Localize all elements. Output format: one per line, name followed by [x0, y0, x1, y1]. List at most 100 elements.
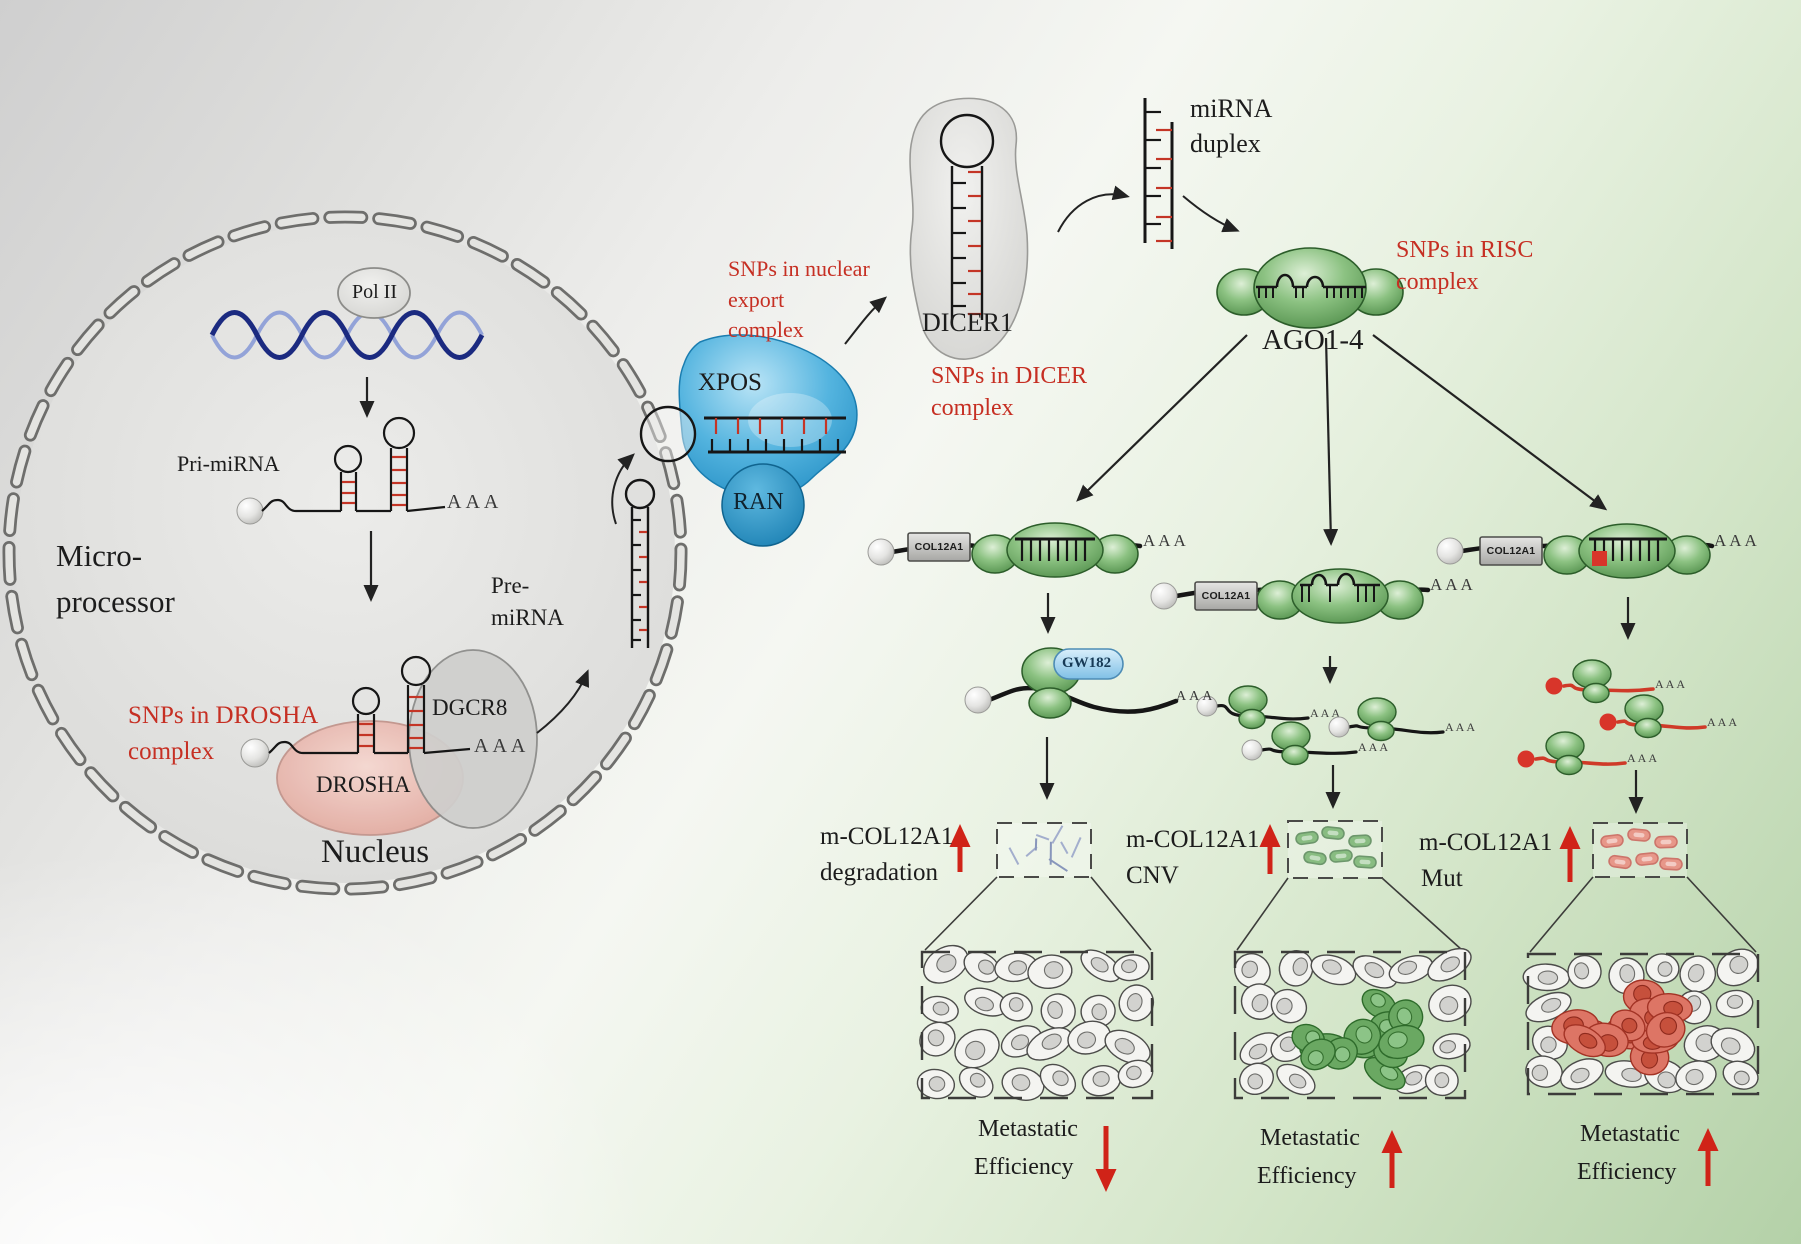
zoom-line	[1529, 876, 1594, 953]
gene-boxes	[867, 532, 1543, 611]
snp-export-label-1: SNPs in nuclear	[728, 256, 870, 281]
cell	[999, 992, 1033, 1022]
microprocessor-label-1: Micro-	[56, 538, 143, 573]
flow-arrow-curved	[1182, 195, 1240, 233]
duplex-label-1: miRNA	[1190, 94, 1273, 123]
mrna-oval	[1348, 834, 1372, 848]
flow-arrow	[1372, 334, 1608, 511]
outcome-1-line-2: degradation	[820, 859, 939, 886]
export-complex	[639, 334, 858, 547]
zoom-line	[1381, 877, 1463, 951]
cell	[1080, 949, 1121, 983]
microprocessor-label-2: processor	[56, 584, 175, 619]
snp-export-label-3: complex	[728, 317, 804, 342]
snp-risc-label-1: SNPs in RISC	[1396, 237, 1534, 263]
cell	[1675, 1060, 1717, 1093]
cell	[1710, 1027, 1756, 1063]
metastatic-3-line-1: Metastatic	[1580, 1121, 1680, 1147]
tissue-section	[1233, 947, 1472, 1100]
outcome-2-line-1: m-COL12A1	[1126, 826, 1260, 853]
cell	[1039, 1063, 1077, 1097]
outcome-1-line-1: m-COL12A1	[820, 823, 954, 850]
cell	[1716, 948, 1759, 987]
polyA-branch-3: AAA	[1714, 531, 1760, 550]
cell	[1560, 1058, 1604, 1090]
cell	[1427, 947, 1472, 982]
cell	[1563, 1024, 1606, 1058]
cell	[1428, 984, 1472, 1023]
cell	[1081, 1065, 1122, 1097]
polyA-label: AAA	[447, 491, 503, 513]
mutation-cap	[1545, 677, 1563, 695]
polyA-small: AAA	[1627, 751, 1659, 765]
flow-arrow	[1323, 337, 1339, 546]
ran-label: RAN	[733, 489, 784, 515]
mrna-fragment	[1048, 858, 1068, 872]
risc-complex	[971, 522, 1139, 578]
zoom-line	[1236, 877, 1289, 951]
mutant-risc-unit: AAA	[1545, 659, 1685, 704]
mrna-oval	[1627, 828, 1651, 842]
ago-label: AGO1-4	[1262, 324, 1364, 356]
mutation-cap	[1599, 713, 1617, 731]
dna-helix-icon	[209, 310, 485, 360]
col12a1-label-3: COL12A1	[1486, 545, 1536, 557]
cell	[1432, 1033, 1471, 1060]
cell	[1040, 993, 1076, 1030]
cell	[1240, 983, 1279, 1020]
mut-box	[1592, 822, 1688, 878]
risc-unit: AAA	[1328, 697, 1475, 742]
outcome-3-line-1: m-COL12A1	[1419, 829, 1553, 856]
cell	[1104, 1029, 1151, 1065]
cell	[1722, 1060, 1759, 1090]
mrna-fragment	[1060, 841, 1069, 855]
cell	[920, 995, 959, 1024]
cell	[1234, 953, 1271, 989]
risc-complex	[1256, 568, 1424, 624]
dynamic-decorations: AAA AAA AAA AAA AAA AAA	[342, 110, 1760, 1192]
gw182-capsule	[1053, 648, 1124, 680]
cell	[994, 952, 1038, 983]
cnv-box	[1287, 820, 1383, 879]
mrna-strand	[986, 685, 1179, 714]
cell	[1276, 1063, 1316, 1096]
flow-arrow-curved	[536, 669, 590, 734]
polyA-small: AAA	[1707, 715, 1739, 729]
cell	[1645, 1011, 1686, 1048]
pre-mirna-label-1: Pre-	[491, 573, 530, 598]
drosha-label: DROSHA	[316, 772, 411, 797]
xpos-label: XPOS	[698, 369, 762, 396]
mrna-oval	[1608, 854, 1632, 870]
gw182-label: GW182	[1062, 655, 1112, 671]
mirna-duplex-structure	[1143, 98, 1174, 249]
mrna-oval	[1659, 857, 1683, 871]
tissue-border	[1526, 952, 1760, 1096]
gw182-assembly	[964, 647, 1124, 719]
cell	[1522, 963, 1571, 992]
mutant-risc-unit: AAA	[1517, 731, 1659, 776]
mutation-site	[1592, 551, 1607, 566]
metastatic-3-line-2: Efficiency	[1577, 1159, 1677, 1185]
outcome-3-line-2: Mut	[1421, 865, 1463, 892]
mutant-risc-unit: AAA	[1599, 694, 1739, 739]
cell	[1278, 950, 1314, 987]
metastatic-1-line-1: Metastatic	[978, 1116, 1078, 1142]
polyA-branch-1: AAA	[1143, 531, 1189, 550]
polyA-label-drosha: AAA	[474, 735, 530, 757]
dicer-complex	[909, 97, 1029, 360]
mrna-oval	[1654, 835, 1678, 849]
cell	[1112, 954, 1150, 982]
cell	[1388, 999, 1424, 1035]
cell	[1300, 1038, 1336, 1071]
pri-mirna-in-drosha	[240, 655, 471, 768]
pol2-enzyme	[337, 267, 411, 319]
cell	[1027, 954, 1073, 990]
mutation-cap	[1517, 750, 1535, 768]
cell	[1525, 1055, 1563, 1088]
metastatic-2-line-2: Efficiency	[1257, 1163, 1357, 1189]
duplex-label-2: duplex	[1190, 129, 1261, 158]
degradation-box	[996, 822, 1092, 878]
outcome-boxes	[996, 820, 1688, 879]
